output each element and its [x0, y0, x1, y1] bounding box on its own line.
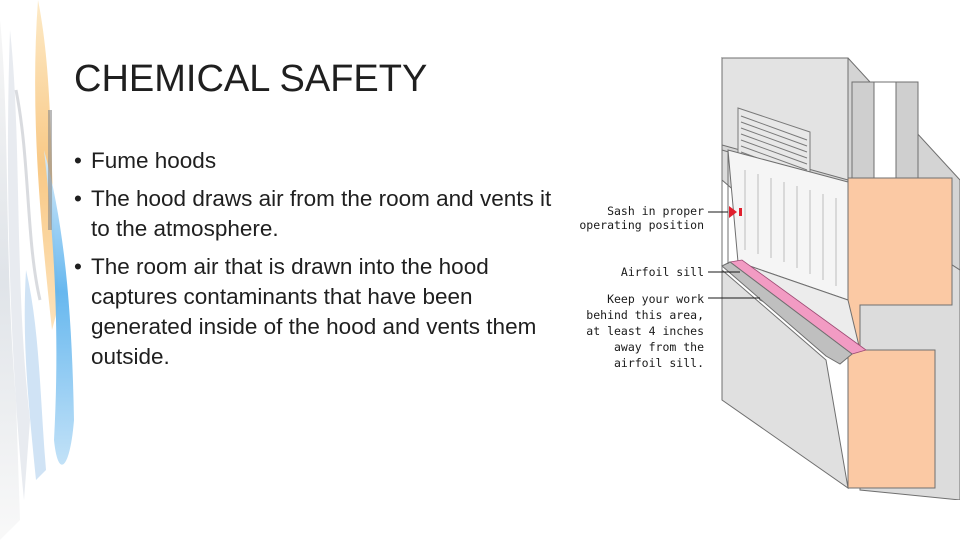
sash-position-marker [729, 206, 737, 218]
hood-exhaust-duct-inner [873, 81, 897, 179]
bullet-dot: • [74, 186, 82, 211]
label-work-line4: away from the [614, 340, 704, 354]
label-work-line3: at least 4 inches [586, 324, 704, 338]
sash-marker-dot [739, 208, 742, 216]
bullet-list: • Fume hoods • The hood draws air from t… [74, 146, 564, 380]
bullet-dot: • [74, 148, 82, 173]
bullet-item: • The room air that is drawn into the ho… [74, 252, 564, 372]
airfoil-sill [721, 261, 853, 365]
bullet-dot: • [74, 254, 82, 279]
label-sash-line1: Sash in proper [607, 204, 704, 218]
bullet-item: • Fume hoods [74, 146, 564, 176]
label-sash-line2: operating position [579, 218, 704, 232]
label-work-line5: airfoil sill. [614, 356, 704, 370]
label-work-line2: behind this area, [586, 308, 704, 322]
bullet-item: • The hood draws air from the room and v… [74, 184, 564, 244]
label-airfoil: Airfoil sill [621, 265, 704, 279]
fume-hood-diagram: Sash in proper operating position Airfoi… [579, 56, 960, 500]
bullet-text: The room air that is drawn into the hood… [91, 254, 537, 369]
sash-airflow-lines [744, 170, 837, 286]
label-work-line1: Keep your work [607, 292, 704, 306]
bullet-text: Fume hoods [91, 148, 217, 173]
bullet-text: The hood draws air from the room and ven… [91, 186, 552, 241]
decorative-watercolor-strip [0, 0, 74, 540]
slide-title: CHEMICAL SAFETY [74, 58, 428, 100]
